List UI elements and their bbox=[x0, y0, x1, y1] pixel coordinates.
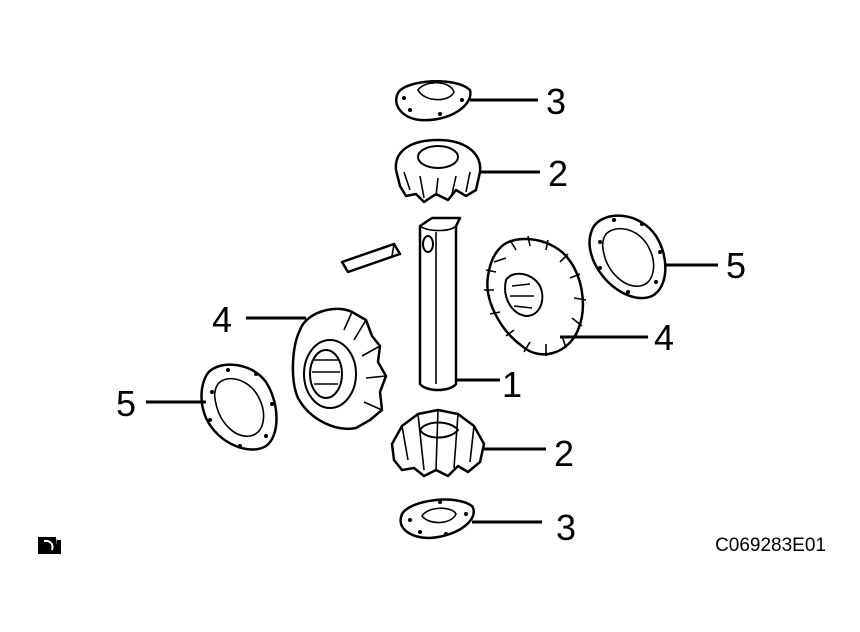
thrust-washer-bottom bbox=[399, 498, 475, 540]
side-washer-right bbox=[588, 214, 667, 300]
callout-1: 1 bbox=[502, 364, 522, 405]
side-gear-left bbox=[291, 307, 388, 430]
callout-5-right: 5 bbox=[726, 245, 746, 286]
side-washer-left bbox=[200, 363, 278, 451]
callout-4-right: 4 bbox=[654, 317, 674, 358]
pinion-gear-top bbox=[394, 138, 482, 204]
diagram-code: C069283E01 bbox=[715, 535, 826, 556]
callout-3-bottom: 3 bbox=[556, 507, 576, 548]
callout-3-top: 3 bbox=[546, 81, 566, 122]
pinion-gear-bottom bbox=[390, 408, 486, 478]
manual-icon bbox=[38, 537, 61, 554]
callout-5-left: 5 bbox=[116, 383, 136, 424]
callout-4-left: 4 bbox=[212, 299, 232, 340]
roll-pin bbox=[340, 242, 402, 274]
callout-2-bottom: 2 bbox=[554, 433, 574, 474]
callout-2-top: 2 bbox=[548, 153, 568, 194]
thrust-washer-top bbox=[395, 80, 472, 122]
side-gear-right bbox=[484, 235, 587, 356]
pin-shaft bbox=[418, 216, 462, 392]
